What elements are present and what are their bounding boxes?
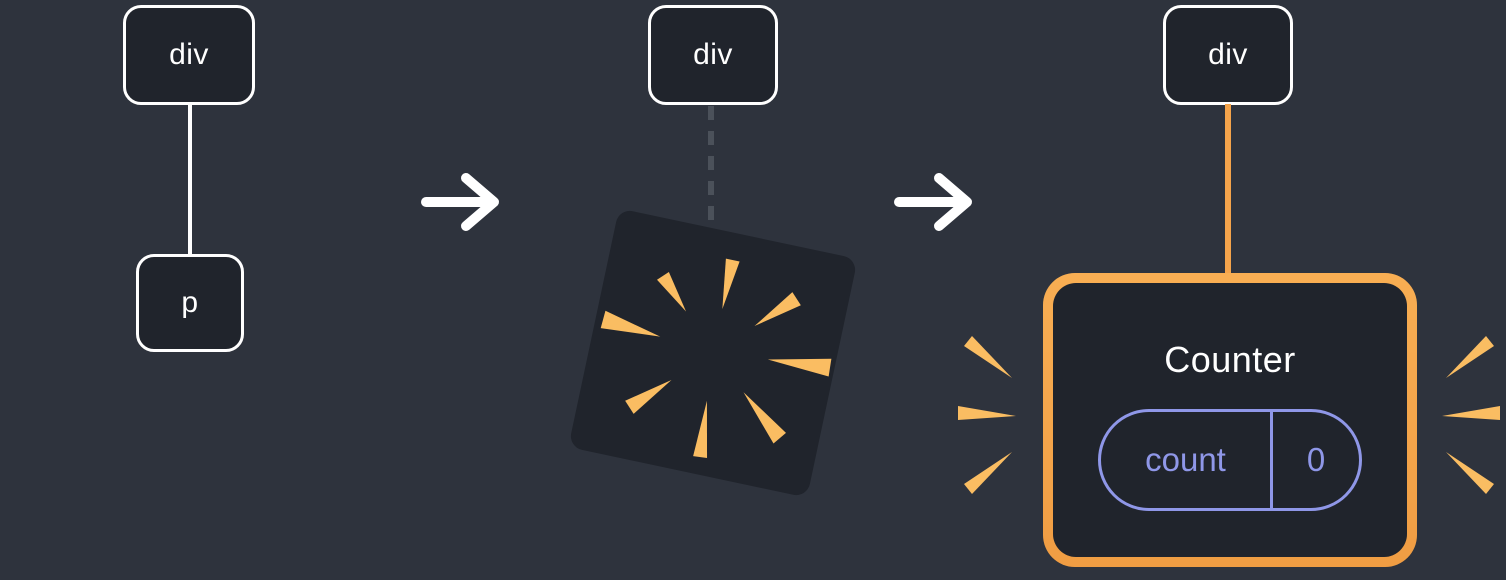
node-label: div xyxy=(1208,38,1248,71)
detached-edge-dashed xyxy=(708,106,714,228)
state-key-label: count xyxy=(1145,441,1226,478)
counter-component-card: Counter count 0 xyxy=(1043,273,1417,567)
sparkle-burst-right-icon xyxy=(1442,336,1500,494)
counter-component-body: Counter count 0 xyxy=(1053,283,1407,557)
node-label: div xyxy=(693,38,733,71)
tree-edge-orange xyxy=(1225,104,1231,276)
component-title: Counter xyxy=(1164,339,1296,380)
dom-node-div-2: div xyxy=(648,5,778,105)
state-value-cell: 0 xyxy=(1273,412,1359,508)
tree-edge-solid xyxy=(188,104,192,256)
poof-explosion-icon xyxy=(568,208,858,498)
state-key-cell: count xyxy=(1101,412,1273,508)
state-pill: count 0 xyxy=(1098,409,1362,511)
node-label: div xyxy=(169,38,209,71)
dom-node-div-3: div xyxy=(1163,5,1293,105)
node-label: p xyxy=(181,286,199,319)
arrow-right-icon xyxy=(421,173,499,231)
explosion-shards xyxy=(600,258,832,459)
sparkle-burst-left-icon xyxy=(958,336,1016,494)
arrow-right-icon xyxy=(894,173,972,231)
dom-node-div-1: div xyxy=(123,5,255,105)
dom-node-p: p xyxy=(136,254,244,352)
state-value-label: 0 xyxy=(1306,441,1326,478)
